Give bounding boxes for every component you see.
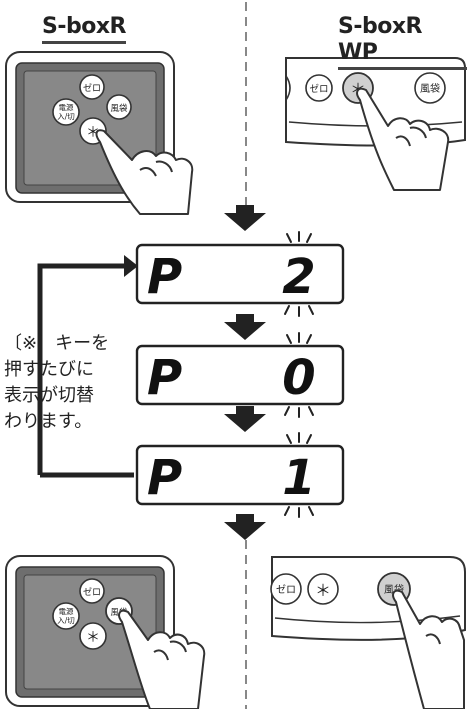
note-line-2: 押すたびに xyxy=(4,359,94,380)
blink-marks-2 xyxy=(284,332,314,418)
wind-button-left-top[interactable]: 風袋 xyxy=(106,94,132,120)
svg-text:ゼロ: ゼロ xyxy=(276,584,296,596)
svg-text:＊: ＊ xyxy=(86,630,100,646)
svg-text:入/切: 入/切 xyxy=(57,616,75,625)
cycle-note: 〔※〕キーを 押すたびに 表示が切替 わります。 xyxy=(4,331,124,435)
power-button-left-top[interactable]: 電源 入/切 xyxy=(52,98,80,126)
display-3-right: 1 xyxy=(282,450,315,506)
star-button-right-bottom[interactable]: ＊ xyxy=(307,573,339,605)
star-button-left-bottom[interactable]: ＊ xyxy=(79,622,107,650)
svg-text:ゼロ: ゼロ xyxy=(83,586,101,598)
hand-icon-right-bottom xyxy=(392,589,465,710)
power-button-left-bottom[interactable]: 電源 入/切 xyxy=(52,602,80,630)
display-1-right: 2 xyxy=(282,249,315,305)
svg-text:電源: 電源 xyxy=(59,103,74,112)
zero-button-left-bottom[interactable]: ゼロ xyxy=(79,578,105,604)
right-model-title: S-boxR WP xyxy=(338,14,467,70)
hand-icon-left-top xyxy=(95,129,194,215)
svg-text:風袋: 風袋 xyxy=(420,82,440,95)
display-3: P 1 xyxy=(135,444,345,506)
zero-button-left-top[interactable]: ゼロ xyxy=(79,74,105,100)
down-arrow-2 xyxy=(224,314,266,340)
down-arrow-4 xyxy=(224,514,266,540)
note-line-3: 表示が切替 xyxy=(4,385,94,406)
display-2-left: P xyxy=(147,350,182,406)
paren-left-top xyxy=(285,75,291,101)
svg-text:入/切: 入/切 xyxy=(57,112,75,121)
display-2: P 0 xyxy=(135,344,345,406)
display-1: P 2 xyxy=(135,243,345,305)
display-1-left: P xyxy=(147,249,182,305)
hand-icon-left-bottom xyxy=(118,609,206,710)
loop-arrow xyxy=(37,255,138,478)
down-arrow-3 xyxy=(224,406,266,432)
svg-text:＊: ＊ xyxy=(315,581,331,600)
down-arrow-1 xyxy=(224,205,266,231)
wind-button-right-top[interactable]: 風袋 xyxy=(414,72,446,104)
display-3-left: P xyxy=(147,450,182,506)
hand-icon-right-top xyxy=(356,87,450,191)
left-model-title: S-boxR xyxy=(42,14,126,44)
svg-text:風袋: 風袋 xyxy=(110,103,128,114)
svg-text:ゼロ: ゼロ xyxy=(309,83,328,95)
svg-text:ゼロ: ゼロ xyxy=(83,82,101,94)
zero-button-right-bottom[interactable]: ゼロ xyxy=(270,573,302,605)
note-line-1: 〔※〕キーを xyxy=(4,333,110,354)
zero-button-right-top[interactable]: ゼロ xyxy=(305,74,333,102)
svg-text:電源: 電源 xyxy=(59,607,74,616)
blink-marks-3 xyxy=(284,432,314,518)
note-line-4: わります。 xyxy=(4,411,93,432)
display-2-right: 0 xyxy=(282,350,315,406)
blink-marks-1 xyxy=(284,231,314,317)
